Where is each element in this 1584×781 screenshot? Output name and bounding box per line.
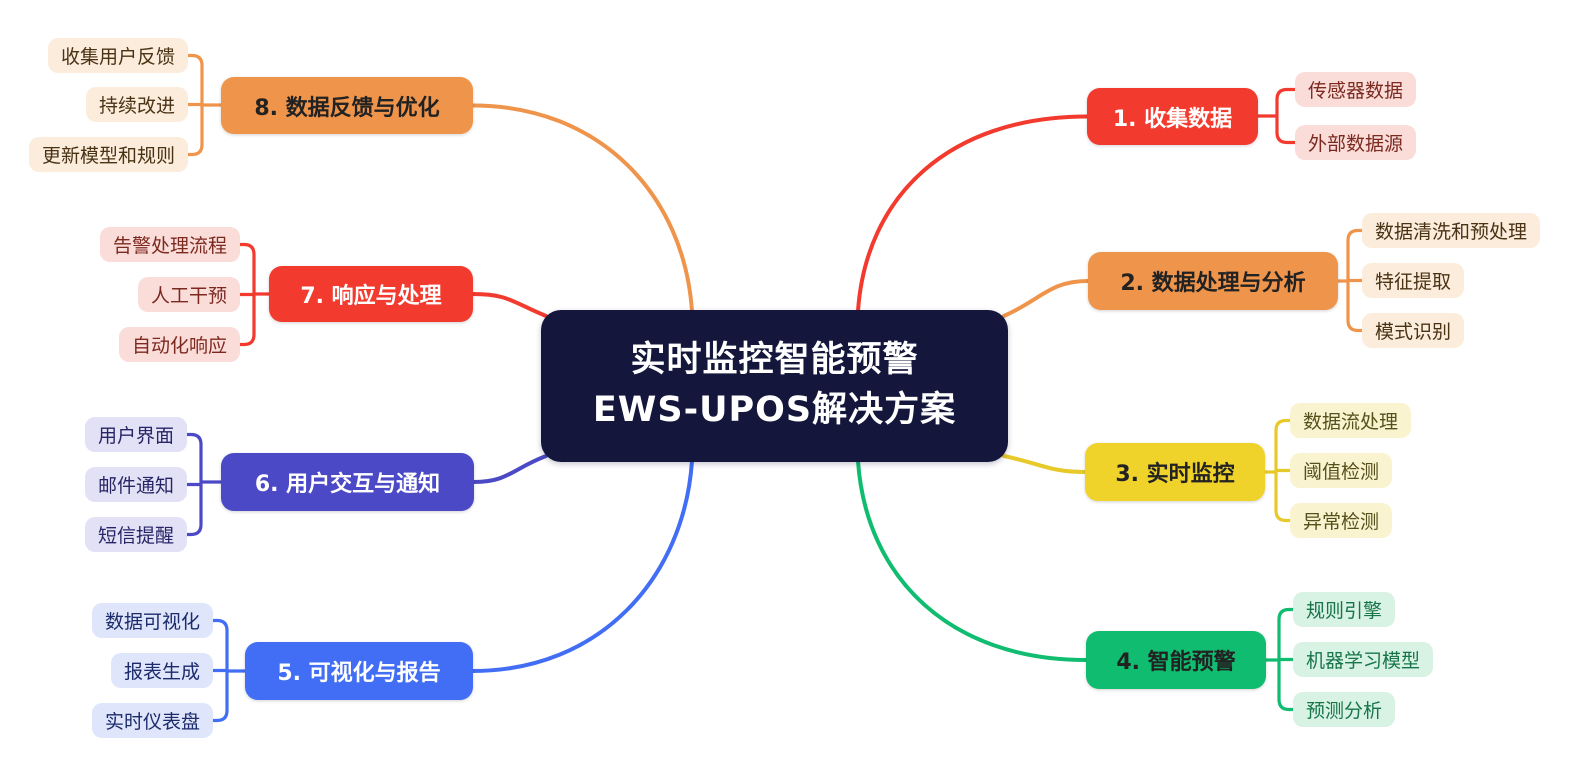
- child-sms-alert[interactable]: 短信提醒: [84, 517, 187, 552]
- elbow-branch-8: [186, 53, 223, 157]
- child-pattern-recognition[interactable]: 模式识别: [1362, 313, 1465, 348]
- child-data-cleaning[interactable]: 数据清洗和预处理: [1362, 213, 1541, 248]
- branch-node-collect-data[interactable]: 1. 收集数据: [1087, 88, 1258, 145]
- child-manual-intervention[interactable]: 人工干预: [137, 277, 240, 312]
- curve-branch-5: [471, 459, 694, 673]
- child-update-models-rules[interactable]: 更新模型和规则: [28, 137, 188, 172]
- child-stream-processing[interactable]: 数据流处理: [1290, 403, 1412, 438]
- elbow-branch-7: [238, 242, 271, 347]
- elbow-branch-3: [1263, 418, 1292, 523]
- branch-node-user-interaction[interactable]: 6. 用户交互与通知: [221, 453, 474, 511]
- child-predictive-analysis[interactable]: 预测分析: [1293, 692, 1396, 727]
- child-automated-response[interactable]: 自动化响应: [118, 327, 240, 362]
- child-external-sources[interactable]: 外部数据源: [1295, 125, 1417, 160]
- branch-node-smart-warning[interactable]: 4. 智能预警: [1086, 631, 1266, 689]
- child-alert-workflow[interactable]: 告警处理流程: [99, 227, 240, 262]
- elbow-branch-5: [211, 618, 247, 723]
- child-user-interface[interactable]: 用户界面: [84, 417, 187, 452]
- branch-node-data-processing[interactable]: 2. 数据处理与分析: [1088, 252, 1338, 310]
- central-topic-line-2: EWS-UPOS解决方案: [592, 390, 957, 430]
- elbow-branch-6: [185, 432, 223, 537]
- curve-branch-7: [471, 292, 548, 318]
- curve-branch-3: [1002, 454, 1087, 474]
- child-continuous-improvement[interactable]: 持续改进: [85, 87, 188, 122]
- central-topic[interactable]: 实时监控智能预警 EWS-UPOS解决方案: [541, 310, 1008, 462]
- elbow-branch-2: [1336, 228, 1364, 333]
- branch-node-realtime-monitoring[interactable]: 3. 实时监控: [1085, 443, 1265, 501]
- child-data-visualization[interactable]: 数据可视化: [91, 603, 213, 638]
- branch-node-feedback-optimization[interactable]: 8. 数据反馈与优化: [221, 77, 473, 134]
- child-rule-engine[interactable]: 规则引擎: [1293, 592, 1396, 627]
- child-sensor-data[interactable]: 传感器数据: [1295, 72, 1417, 107]
- branch-node-visualization-report[interactable]: 5. 可视化与报告: [245, 642, 473, 700]
- curve-branch-6: [472, 454, 548, 484]
- child-threshold-detection[interactable]: 阈值检测: [1290, 453, 1393, 488]
- elbow-branch-4: [1264, 607, 1295, 712]
- child-user-feedback[interactable]: 收集用户反馈: [47, 38, 188, 73]
- branch-node-response-handling[interactable]: 7. 响应与处理: [269, 266, 473, 322]
- child-feature-extraction[interactable]: 特征提取: [1362, 263, 1465, 298]
- curve-branch-2: [1002, 279, 1090, 318]
- child-email-notification[interactable]: 邮件通知: [84, 467, 187, 502]
- child-realtime-dashboard[interactable]: 实时仪表盘: [91, 703, 213, 738]
- curve-branch-8: [471, 103, 694, 313]
- elbow-branch-1: [1256, 87, 1297, 145]
- central-topic-line-1: 实时监控智能预警: [630, 340, 919, 381]
- curve-branch-1: [856, 114, 1089, 313]
- child-report-generation[interactable]: 报表生成: [110, 653, 213, 688]
- child-ml-model[interactable]: 机器学习模型: [1293, 642, 1434, 677]
- curve-branch-4: [856, 459, 1088, 662]
- child-anomaly-detection[interactable]: 异常检测: [1290, 503, 1393, 538]
